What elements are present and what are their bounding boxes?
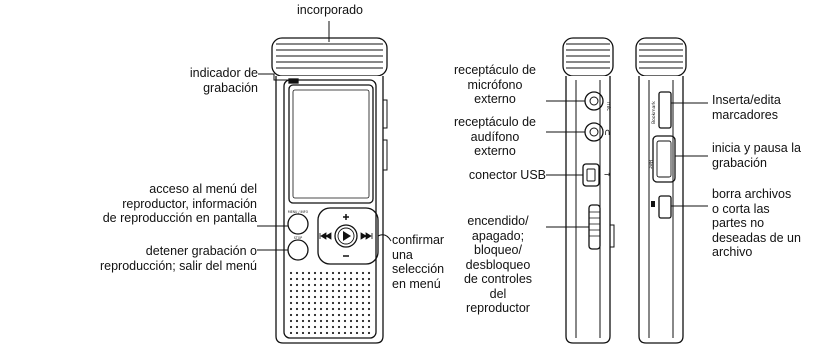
label-bookmark: Inserta/edita marcadores <box>712 93 781 122</box>
label-headphone-jack: receptáculo de audífono externo <box>453 115 536 158</box>
label-recording-indicator: indicador de grabación <box>189 66 258 95</box>
label-mic-jack: receptáculo de micrófono externo <box>453 63 536 106</box>
stop-button-label: STOP <box>294 236 302 240</box>
record-button[interactable] <box>652 135 676 183</box>
display-screen <box>288 84 374 204</box>
label-confirm-button: confirmar una selección en menú <box>392 233 445 291</box>
label-usb-connector: conector USB <box>468 168 546 182</box>
label-stop-button: detener grabación o reproducción; salir … <box>99 244 257 273</box>
bookmark-button[interactable] <box>658 91 672 129</box>
mic-icon-group: mic ∩ → <box>604 102 611 179</box>
play-confirm-button[interactable] <box>334 224 358 248</box>
headphone-icon: ∩ <box>604 128 611 138</box>
delete-button[interactable] <box>658 195 672 219</box>
trash-icon <box>651 201 655 207</box>
label-built-in-mic: incorporado <box>296 3 363 17</box>
next-icon <box>360 232 373 240</box>
label-menu-button: acceso al menú del reproductor, informac… <box>102 182 257 225</box>
microphone-icon: mic <box>605 102 611 111</box>
side-view-left <box>562 37 615 344</box>
prev-icon <box>319 232 332 240</box>
usb-icon: → <box>604 170 611 179</box>
built-in-microphone <box>271 37 388 77</box>
plus-icon <box>343 214 349 220</box>
front-view <box>271 37 388 344</box>
play-icon <box>343 231 351 241</box>
speaker-grille <box>288 270 374 334</box>
bookmark-side-label: Bookmark <box>651 101 657 124</box>
menu-button-label: MENU / INFO <box>288 210 309 214</box>
label-delete: borra archivos o corta las partes no des… <box>712 187 801 259</box>
menu-info-button[interactable] <box>287 213 309 235</box>
recording-indicator-led <box>288 78 299 84</box>
label-power-switch: encendido/ apagado; bloqueo/ desbloqueo … <box>463 214 533 315</box>
rec-side-label: Rec <box>647 160 653 169</box>
label-record: inicia y pausa la grabación <box>712 141 801 170</box>
side-view-right <box>635 37 687 344</box>
leader-lines <box>257 21 708 251</box>
